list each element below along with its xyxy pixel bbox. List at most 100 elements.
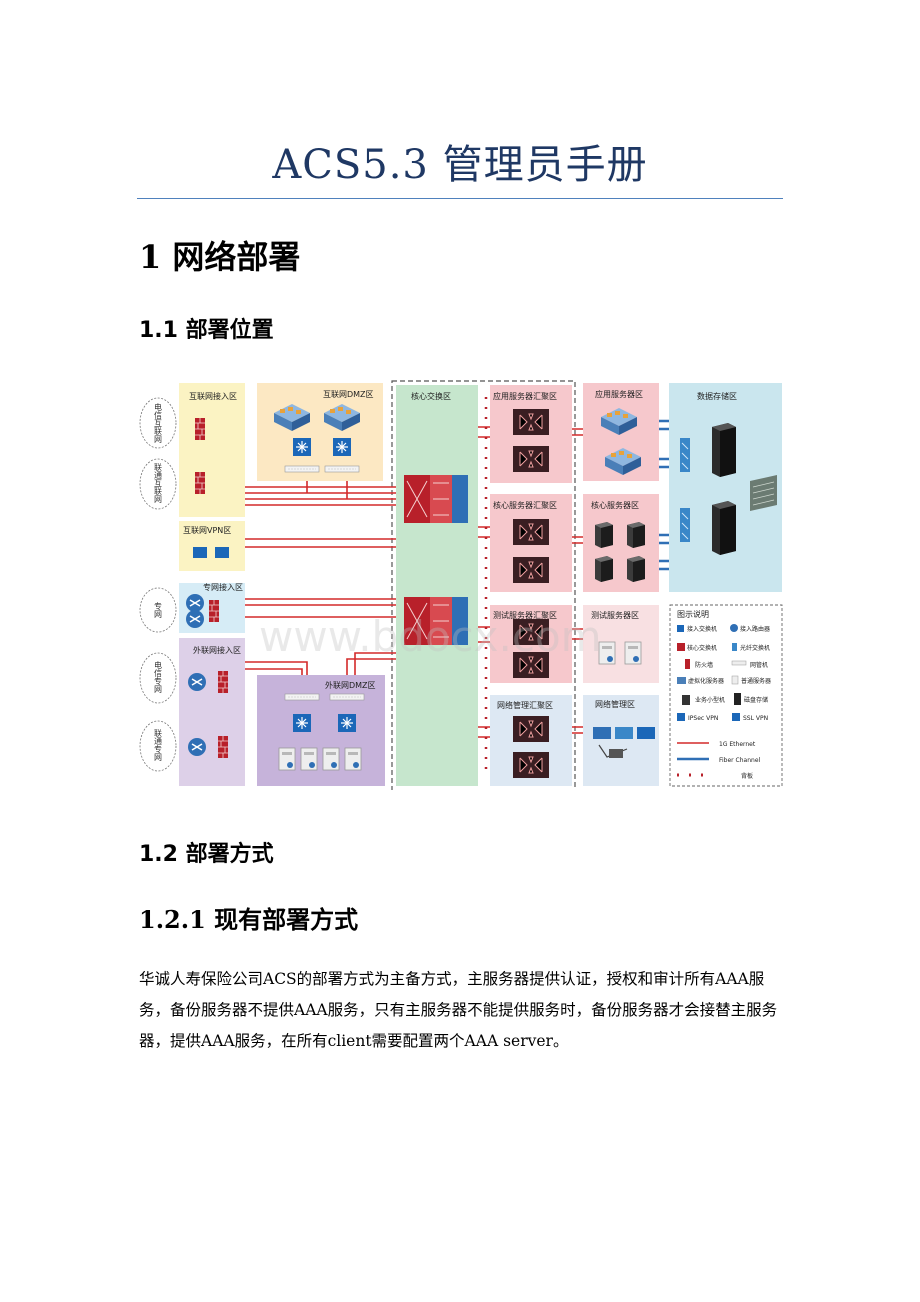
legend-title: 图示说明 xyxy=(677,609,709,619)
minicomputer-icon xyxy=(627,522,645,548)
agg-switch-icon xyxy=(512,556,550,584)
legend-virtualization-server-icon xyxy=(677,677,686,684)
minicomputer-icon xyxy=(627,556,645,582)
agg-switch-icon xyxy=(512,445,550,473)
core-dashed-boundary xyxy=(391,380,576,790)
heading-deploy-method: 1.2 部署方式 xyxy=(139,842,274,867)
access-router-icon xyxy=(187,737,207,757)
rack-server-icon xyxy=(284,693,320,701)
legend-item: 防火墙 xyxy=(695,661,713,669)
legend-item: 光纤交换机 xyxy=(740,644,770,652)
firewall-icon xyxy=(208,599,220,623)
heading-deploy-location: 1.1 部署位置 xyxy=(139,318,274,343)
zone-extranet-access xyxy=(179,638,245,786)
label-internet-dmz: 互联网DMZ区 xyxy=(323,390,374,399)
cloud-label-unicom-internet: 联通互联网 xyxy=(154,463,163,504)
label-private-access: 专网接入区 xyxy=(203,582,243,592)
label-internet-access: 互联网接入区 xyxy=(189,391,237,401)
legend-line-label: Fiber Channel xyxy=(719,757,761,764)
label-storage: 数据存储区 xyxy=(697,391,737,401)
label-app-server: 应用服务器区 xyxy=(595,389,643,399)
legend-item: 核心交换机 xyxy=(687,644,717,652)
server-icon xyxy=(344,747,362,771)
body-paragraph: 华诚人寿保险公司ACS的部署方式为主备方式，主服务器提供认证，授权和审计所有AA… xyxy=(139,964,783,1057)
label-core-switch: 核心交换区 xyxy=(411,391,451,401)
access-switch-icon xyxy=(337,713,357,733)
heading-network-deployment: 1 网络部署 xyxy=(139,238,301,276)
access-router-icon xyxy=(185,593,205,613)
legend-line-label: 1G Ethernet xyxy=(719,741,756,748)
core-switch-top xyxy=(404,475,468,523)
ipsec-vpn-icon xyxy=(193,547,207,558)
label-app-agg: 应用服务器汇聚区 xyxy=(493,391,557,401)
ssl-vpn-icon xyxy=(215,547,229,558)
legend-item: 业务小型机 xyxy=(695,696,725,704)
title-divider xyxy=(137,198,783,199)
cloud-label-telecom-internet: 电信互联网 xyxy=(154,402,163,444)
legend-firewall-icon xyxy=(685,659,690,669)
ethernet-links xyxy=(245,426,583,738)
zone-internet-dmz xyxy=(257,383,383,481)
legend-ipsec-vpn-icon xyxy=(677,713,685,721)
access-router-icon xyxy=(185,609,205,629)
document-title: ACS5.3 管理员手册 xyxy=(272,142,648,188)
watermark: www.bdocx.com xyxy=(259,612,602,661)
rack-server-icon xyxy=(329,693,365,701)
label-test-agg: 测试服务器汇聚区 xyxy=(493,610,557,620)
label-netmgmt-agg: 网络管理汇聚区 xyxy=(497,700,553,710)
zone-extranet-dmz xyxy=(257,675,385,786)
heading-existing-method: 1.2.1 现有部署方式 xyxy=(139,905,359,934)
zone-netmgmt xyxy=(583,695,659,786)
label-extranet-access: 外联网接入区 xyxy=(193,645,241,655)
disk-storage-icon xyxy=(712,501,736,555)
core-switch-bottom xyxy=(404,597,468,645)
legend-item: IPSec VPN xyxy=(688,715,718,722)
fiber-switch-icon xyxy=(679,507,691,543)
zone-internet-access xyxy=(179,383,245,517)
storage-array-icon xyxy=(750,475,777,511)
zone-internet-vpn xyxy=(179,521,245,571)
legend-ssl-vpn-icon xyxy=(732,713,740,721)
legend-item: 普通服务器 xyxy=(741,677,771,685)
legend-access-switch-icon xyxy=(677,625,684,632)
agg-switch-icon xyxy=(512,408,550,436)
agg-switch-icon xyxy=(512,715,550,743)
agg-switch-icon xyxy=(512,751,550,779)
legend-access-router-icon xyxy=(730,624,738,632)
firewall-icon xyxy=(217,735,229,759)
agg-switch-icon xyxy=(512,518,550,546)
server-icon xyxy=(624,641,642,665)
legend-item: 虚拟化服务器 xyxy=(688,677,724,685)
disk-storage-icon xyxy=(712,423,736,477)
cloud-label-private-net: 专网 xyxy=(154,601,163,619)
legend-item: 接入交换机 xyxy=(687,625,717,633)
zone-core-switch xyxy=(396,385,478,786)
label-extranet-dmz: 外联网DMZ区 xyxy=(325,680,376,690)
network-topology-diagram: 电信互联网 联通互联网 专网 电信专网 联通专网 互联网接入区 互联网DMZ区 … xyxy=(139,380,783,790)
access-switch-icon xyxy=(292,713,312,733)
server-icon xyxy=(278,747,296,771)
fiber-switch-icon xyxy=(679,437,691,473)
minicomputer-icon xyxy=(595,522,613,548)
legend-item: 网管机 xyxy=(750,661,768,669)
legend-minicomputer-icon xyxy=(682,695,690,705)
zone-test-server xyxy=(583,605,659,683)
label-core-agg: 核心服务器汇聚区 xyxy=(493,500,557,510)
legend-item: SSL VPN xyxy=(743,715,768,722)
label-netmgmt: 网络管理区 xyxy=(595,699,635,709)
access-router-icon xyxy=(187,672,207,692)
fiber-channel-links xyxy=(659,419,669,571)
legend-item: 磁盘存储 xyxy=(744,696,768,704)
nms-workstation-icon xyxy=(593,727,655,758)
legend-item: 接入路由器 xyxy=(740,625,770,633)
server-icon xyxy=(300,747,318,771)
rack-server-icon xyxy=(284,465,320,473)
legend-server-icon xyxy=(731,675,739,685)
firewall-icon xyxy=(194,417,206,441)
label-test-server: 测试服务器区 xyxy=(591,610,639,620)
legend-disk-storage-icon xyxy=(734,693,741,705)
rack-server-icon xyxy=(324,465,360,473)
label-internet-vpn: 互联网VPN区 xyxy=(183,526,231,535)
label-core-server: 核心服务器区 xyxy=(591,500,639,510)
cloud-label-unicom-private: 联通专网 xyxy=(154,729,163,762)
